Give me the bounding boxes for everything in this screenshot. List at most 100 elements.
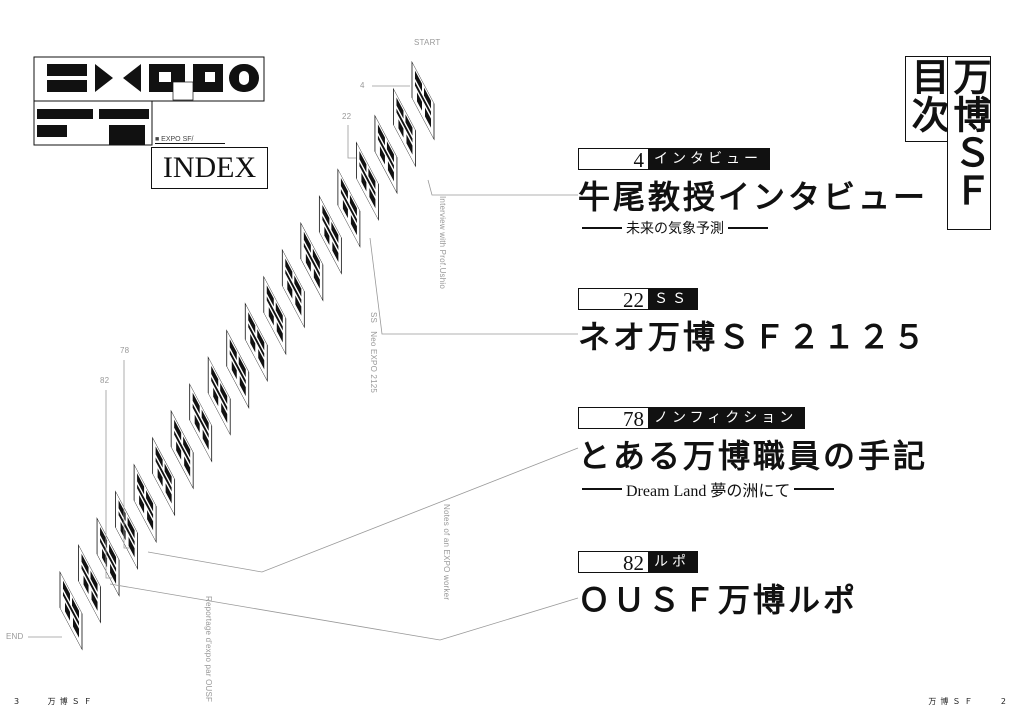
leader-interview [427,179,578,196]
stair-card-mark [396,97,404,119]
stair-card-mark [379,146,385,165]
stair-card-mark [322,215,339,250]
stair-card-mark [137,473,145,495]
stair-card-mark [359,151,367,173]
entry-category: ルポ [648,551,698,573]
entry-title: ネオ万博ＳＦ２１２５ [578,318,929,356]
stair-card-mark [424,87,431,109]
stair-card-mark [248,323,265,358]
stair-card [189,382,213,463]
entry-title: ＯＵＳＦ万博ルポ [578,581,859,619]
stair-card-mark [258,349,265,370]
toc-entry-ss[interactable]: 22 ＳＳ ネオ万博ＳＦ２１２５ [578,288,928,358]
stair-card-mark [248,312,256,334]
entry-page-number: 82 [578,551,648,574]
entry-subtitle-row: Dream Land 夢の洲にて [578,477,928,501]
stair-card-mark [342,199,348,219]
stair-card-mark [305,253,311,272]
title-banpaku-sf-text: 万博ＳＦ [947,57,992,209]
stair-card-mark [377,135,394,170]
toc-entry-reportage[interactable]: 82 ルポ ＯＵＳＦ万博ルポ [578,551,858,621]
stair-card-mark [415,70,422,92]
stair-card-mark [220,382,228,404]
footer-left-title: 万博ＳＦ [47,697,96,706]
stair-card-mark [368,168,376,190]
stair-card-mark [164,463,172,485]
entry-page-number: 22 [578,288,648,311]
entry-page-number: 4 [578,148,648,171]
stair-card-mark [303,231,311,253]
note-reportage: Reportage d'expo par OUSF [204,596,213,703]
stair-card-mark [287,280,293,299]
entry-subtitle: Dream Land 夢の洲にて [626,483,791,500]
stair-card [133,463,157,544]
stair-card-mark [340,178,348,200]
stair-card [318,195,342,275]
stair-card-mark [100,537,117,573]
stair-card-mark [313,268,320,289]
leader-ss [369,237,578,335]
stair-cards [59,60,435,651]
footer-left-page: 3 [14,697,24,706]
stair-card [207,356,231,436]
stair-card-mark [100,526,108,549]
stair-card-mark [303,242,320,277]
stair-card-mark [349,194,357,217]
stair-card-mark [174,419,182,441]
stair-card-mark [157,468,163,487]
stair-card-mark [81,564,98,599]
stair-card-mark [128,536,135,558]
stair-card-mark [275,302,283,324]
entry-header: 82 ルポ [578,551,858,574]
stair-card-mark [174,430,191,465]
stair-card-mark [396,108,413,143]
dash-left [582,488,622,490]
stair-card-mark [147,510,154,531]
stair-card-mark [322,204,330,227]
note-notes: Notes of an EXPO worker [442,504,451,601]
stair-card-mark [377,124,385,146]
stair-card-mark [332,241,339,262]
stair-card-mark [65,602,70,621]
stair-card-mark [63,591,79,626]
expo-sf-tag: ■ EXPO SF/ [155,136,225,144]
stair-card [78,544,101,624]
stair-card-mark [295,295,302,316]
stair-card-mark [369,187,376,209]
toc-entry-nonfiction[interactable]: 78 ノンフィクション とある万博職員の手記 Dream Land 夢の洲にて [578,407,928,501]
toc-entry-interview[interactable]: 4 インタビュー 牛尾教授インタビュー 未来の気象予測 [578,148,928,238]
stair-card-mark [176,441,182,460]
leader-78 [123,360,130,549]
footer-right-page: 2 [1000,697,1010,706]
stair-card-mark [72,597,79,619]
stair-card-mark [276,322,283,343]
stair-card-mark [266,285,274,307]
entry-header: 22 ＳＳ [578,288,928,311]
stair-card-mark [201,409,209,431]
stair-card [300,221,324,302]
dash-right [794,488,835,490]
leader-lines [28,85,579,641]
footer-right-title: 万博ＳＦ [928,697,977,706]
stair-card [374,114,398,195]
dash-left [582,227,622,229]
stair-card-mark [285,258,293,280]
index-label: INDEX [151,147,268,189]
entry-category: ノンフィクション [648,407,806,429]
stair-card-mark [165,483,172,504]
stair-end-label: END [6,632,24,641]
stair-card-mark [361,172,367,192]
entry-category: ＳＳ [648,288,698,310]
stair-card-mark [229,350,246,385]
entry-header: 78 ノンフィクション [578,407,928,430]
stair-page-78-label: 78 [120,346,130,355]
entry-page-number: 78 [578,407,648,430]
stair-card-mark [350,214,357,236]
stair-card [393,87,416,168]
stair-card-mark [312,248,320,270]
stair-card-mark [137,484,154,519]
stair-card-mark [417,92,422,111]
stair-card [115,490,138,571]
stair-card [170,409,194,490]
